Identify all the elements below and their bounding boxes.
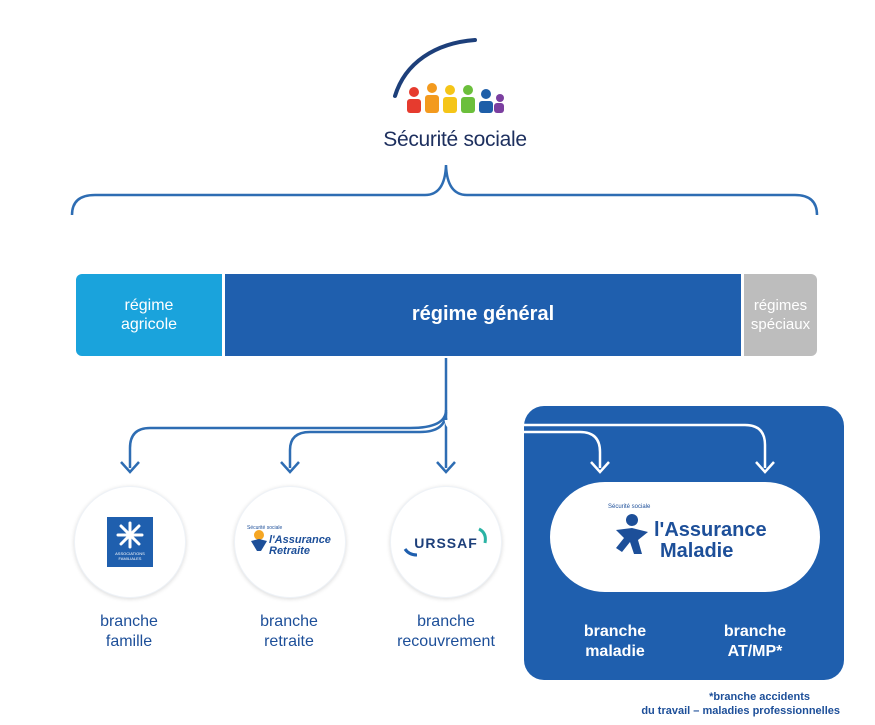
retraite-figure-icon	[251, 530, 267, 551]
regimes-speciaux-label-1: régimes	[753, 297, 808, 314]
maladie-logo-text-2: Maladie	[660, 540, 734, 562]
footnote-line-2: du travail – maladies professionnelles	[641, 705, 840, 717]
branche-atmp-label-1: branche	[723, 623, 787, 640]
branche-retraite-label-2: retraite	[264, 633, 314, 650]
branche-maladie-label-1: branche	[583, 623, 647, 640]
branche-maladie-label-2: maladie	[585, 643, 645, 660]
arrow-maladie	[590, 461, 610, 474]
urssaf-swoosh-icon	[403, 527, 487, 557]
branche-retraite-label-1: branche	[260, 613, 318, 630]
branche-recouvrement-label-2: recouvrement	[397, 633, 495, 650]
retraite-logo-circle: Sécurité sociale l'Assurance Retraite	[234, 486, 346, 598]
swoosh-icon	[393, 38, 477, 98]
branch-line-retraite	[288, 411, 448, 468]
branche-famille-label-2: famille	[105, 633, 153, 650]
assurance-maladie-logo: Sécurité sociale l'Assurance Maladie	[550, 482, 820, 592]
branche-recouvrement-label-1: branche	[417, 613, 475, 630]
urssaf-logo-text: URSSAF	[414, 535, 478, 551]
arrow-atmp	[755, 461, 775, 474]
retraite-logo-text-2: Retraite	[269, 545, 310, 557]
regimes-speciaux-box	[744, 274, 817, 356]
branche-famille-label-1: branche	[100, 613, 158, 630]
caf-logo: ASSOCIATIONS FAMILIALES	[107, 517, 153, 567]
snowflake-icon	[116, 521, 144, 549]
branch-line-famille	[128, 409, 448, 468]
maladie-logo-text-1: l'Assurance	[654, 519, 767, 541]
maladie-small-text: Sécurité sociale	[608, 504, 651, 510]
arrow-retraite	[280, 461, 300, 474]
regime-general-label: régime général	[411, 303, 555, 325]
people-icon	[407, 83, 504, 113]
caf-logo-circle: ASSOCIATIONS FAMILIALES	[74, 486, 186, 598]
regime-agricole-box	[76, 274, 222, 356]
regime-general-box	[225, 274, 741, 356]
retraite-logo-text-1: l'Assurance	[269, 534, 331, 546]
retraite-small-text: Sécurité sociale	[247, 525, 283, 531]
maladie-figure-icon	[616, 514, 648, 554]
urssaf-logo-circle: URSSAF	[390, 486, 502, 598]
caf-text-2: FAMILIALES	[118, 556, 142, 561]
caf-text-1: ASSOCIATIONS	[115, 551, 145, 556]
arrow-recouvrement	[436, 461, 456, 474]
regime-agricole-label-2: agricole	[120, 316, 178, 333]
regimes-speciaux-label-2: spéciaux	[750, 316, 811, 333]
regime-agricole-label-1: régime	[124, 297, 174, 314]
arrow-famille	[120, 461, 140, 474]
branche-atmp-label-2: AT/MP*	[727, 643, 783, 660]
footnote-line-1: *branche accidents	[709, 691, 810, 703]
securite-sociale-logo: Sécurité sociale	[380, 28, 530, 158]
curly-brace	[70, 164, 819, 216]
logo-title: Sécurité sociale	[383, 128, 527, 151]
